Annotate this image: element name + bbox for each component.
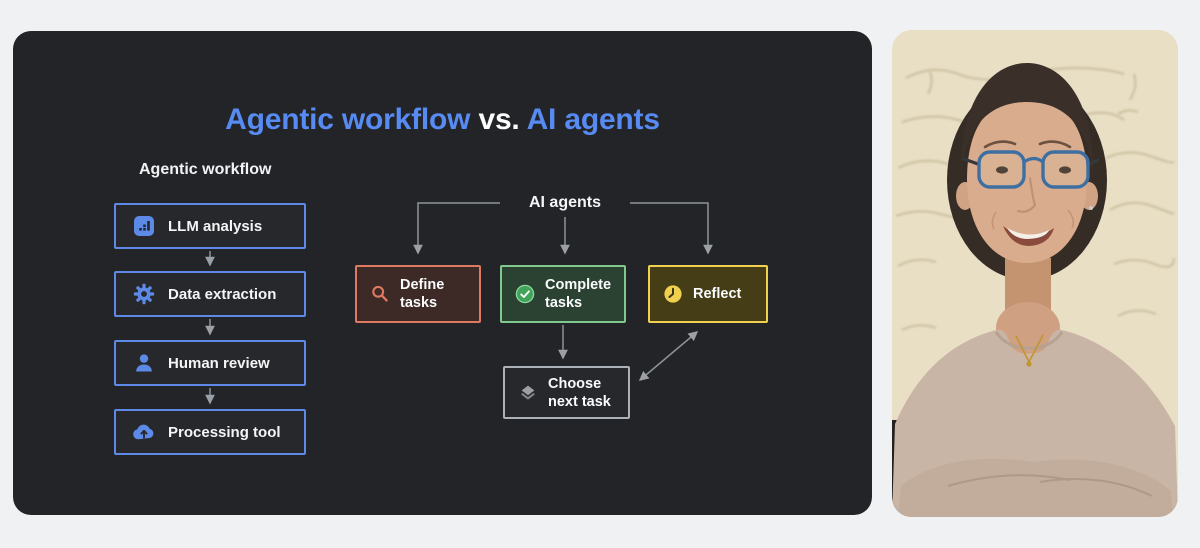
hair-top <box>960 63 1094 180</box>
agent-box-label: Define tasks <box>400 277 445 311</box>
cloud-upload-icon <box>133 421 155 443</box>
title-vs: vs. <box>470 103 527 136</box>
title-agentic-workflow: Agentic workflow <box>225 103 471 136</box>
agents-heading: AI agents <box>528 194 601 211</box>
left-eyebrow <box>983 140 1017 149</box>
left-eye <box>996 166 1008 174</box>
workflow-step-label: Processing tool <box>168 423 281 441</box>
arm-fold-line-2 <box>1039 478 1153 497</box>
agent-box-label: Complete tasks <box>545 277 612 311</box>
necklace-pendant <box>1026 361 1032 367</box>
smile-line-left <box>991 211 997 230</box>
teeth <box>1007 228 1049 239</box>
smile-line-right <box>1067 209 1075 229</box>
arrow-choose-reflect-bidirectional <box>638 331 699 381</box>
slide-panel: Agentic workflow vs. AI agents Agentic w… <box>13 31 872 515</box>
glasses <box>962 150 1100 189</box>
search-icon <box>370 284 390 304</box>
right-eyebrow <box>1038 140 1072 149</box>
chest <box>996 302 1060 354</box>
agent-box-choose-next-task: Choose next task <box>503 366 630 419</box>
face <box>967 98 1087 263</box>
crossed-arms <box>898 458 1173 517</box>
workflow-step-data-extraction: Data extraction <box>114 271 306 317</box>
agent-box-complete-tasks: Complete tasks <box>500 265 626 323</box>
workflow-step-label: Human review <box>168 354 270 372</box>
workflow-step-label: Data extraction <box>168 285 277 303</box>
agent-box-label: Reflect <box>693 286 742 302</box>
layers-icon <box>518 383 538 403</box>
agent-box-define-tasks: Define tasks <box>355 265 481 323</box>
agent-box-label: Choose next task <box>548 375 611 410</box>
workflow-step-processing-tool: Processing tool <box>114 409 306 455</box>
clock-icon <box>663 284 683 304</box>
person-icon <box>133 352 155 374</box>
speaker-video-panel[interactable] <box>892 30 1178 517</box>
workflow-step-llm-analysis: LLM analysis <box>114 203 306 249</box>
agent-box-reflect: Reflect <box>648 265 768 323</box>
sweater-collar <box>994 331 1064 350</box>
workflow-step-label: LLM analysis <box>168 217 263 235</box>
title-ai-agents: AI agents <box>526 103 660 136</box>
slide-title: Agentic workflow vs. AI agents <box>13 103 872 137</box>
workflow-heading: Agentic workflow <box>139 161 272 178</box>
workflow-step-human-review: Human review <box>114 340 306 386</box>
arrow-agents-to-reflect <box>630 202 713 255</box>
bar-chart-icon <box>133 215 155 237</box>
nose <box>1017 177 1037 213</box>
check-circle-icon <box>515 284 535 304</box>
speaker-illustration <box>892 30 1178 517</box>
right-eye <box>1059 166 1071 174</box>
arm-fold-line <box>947 474 1071 487</box>
arrow-agents-to-define <box>413 202 500 255</box>
mouth <box>1003 226 1054 246</box>
gear-icon <box>133 283 155 305</box>
presenter-figure <box>892 63 1178 517</box>
earring <box>1089 206 1093 210</box>
